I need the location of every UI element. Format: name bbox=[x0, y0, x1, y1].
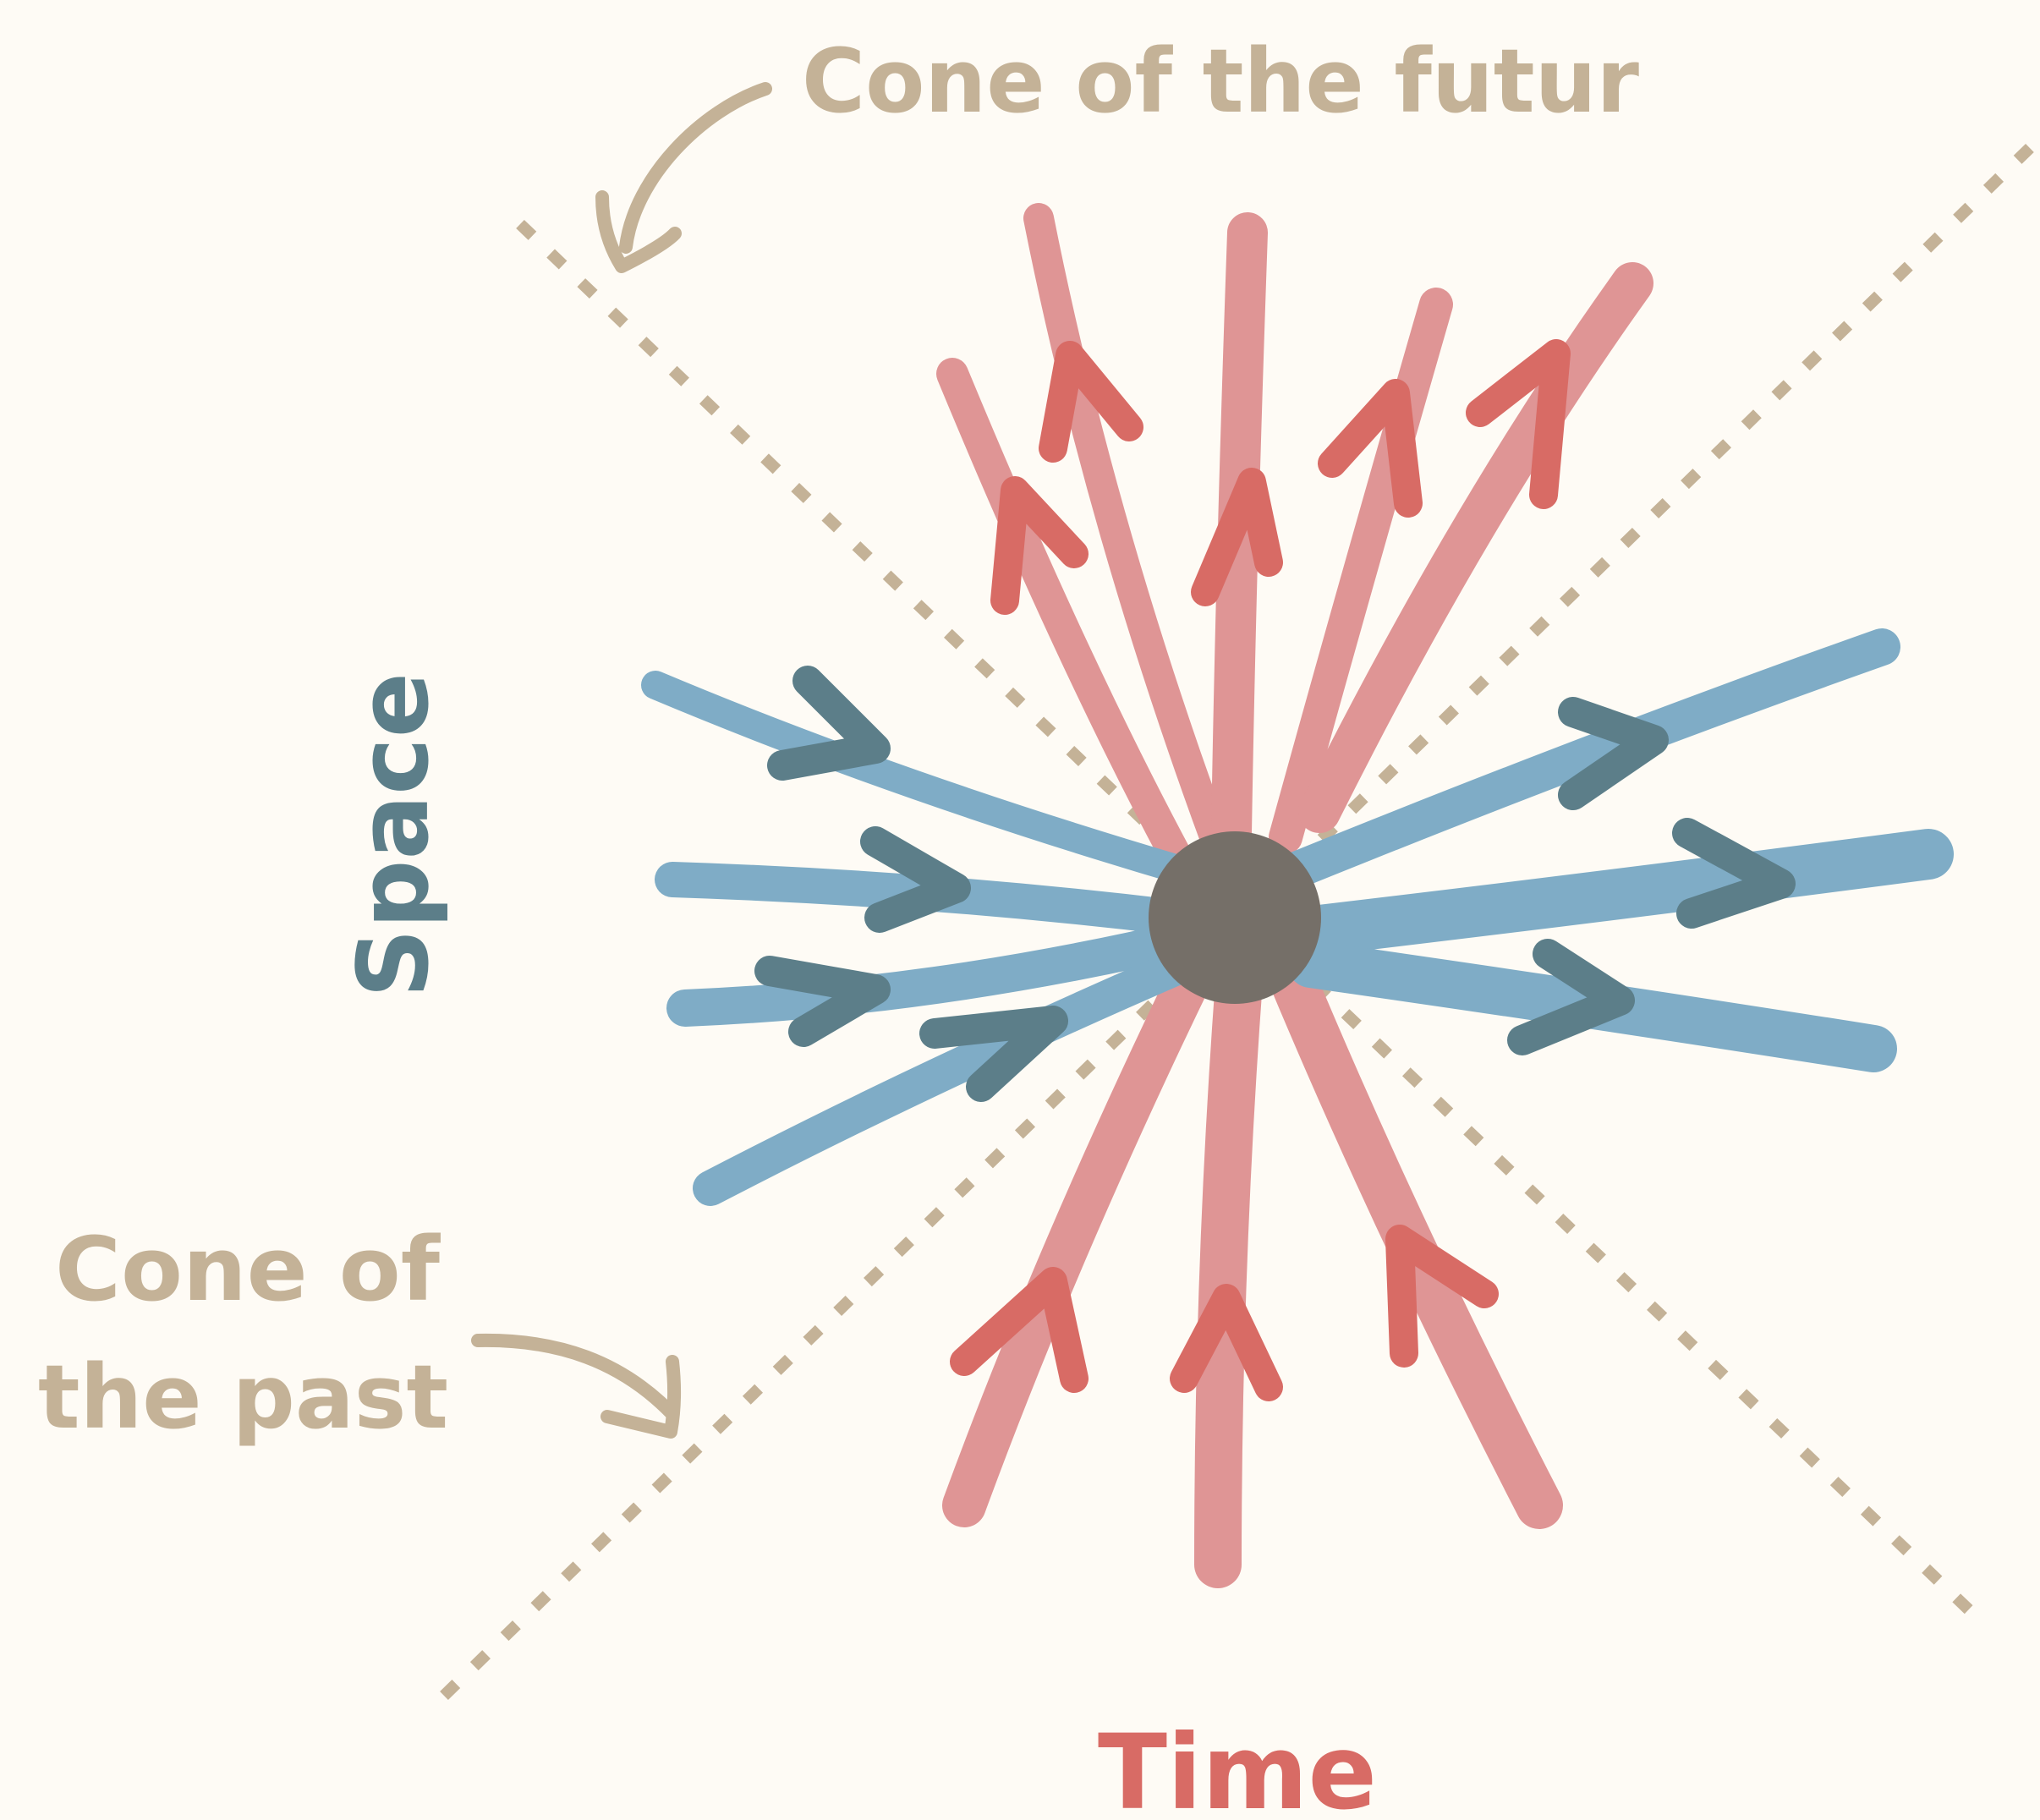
space-axis-label: Space bbox=[337, 672, 451, 998]
space-arrow-icon bbox=[782, 681, 875, 765]
time-axis-label: Time bbox=[1098, 1713, 1377, 1820]
time-stroke bbox=[1218, 981, 1239, 1565]
future-annotation-arrow-icon bbox=[626, 89, 765, 247]
past-cone-label-line1: Cone of bbox=[55, 1218, 441, 1321]
past-annotation-arrow-icon bbox=[478, 1340, 672, 1414]
past-cone-label-line2: the past bbox=[38, 1346, 448, 1449]
annotation-arrows bbox=[478, 89, 765, 1432]
future-cone-label: Cone of the futur bbox=[802, 30, 1639, 133]
event-point bbox=[1149, 831, 1321, 1004]
space-stroke bbox=[1319, 854, 1928, 930]
